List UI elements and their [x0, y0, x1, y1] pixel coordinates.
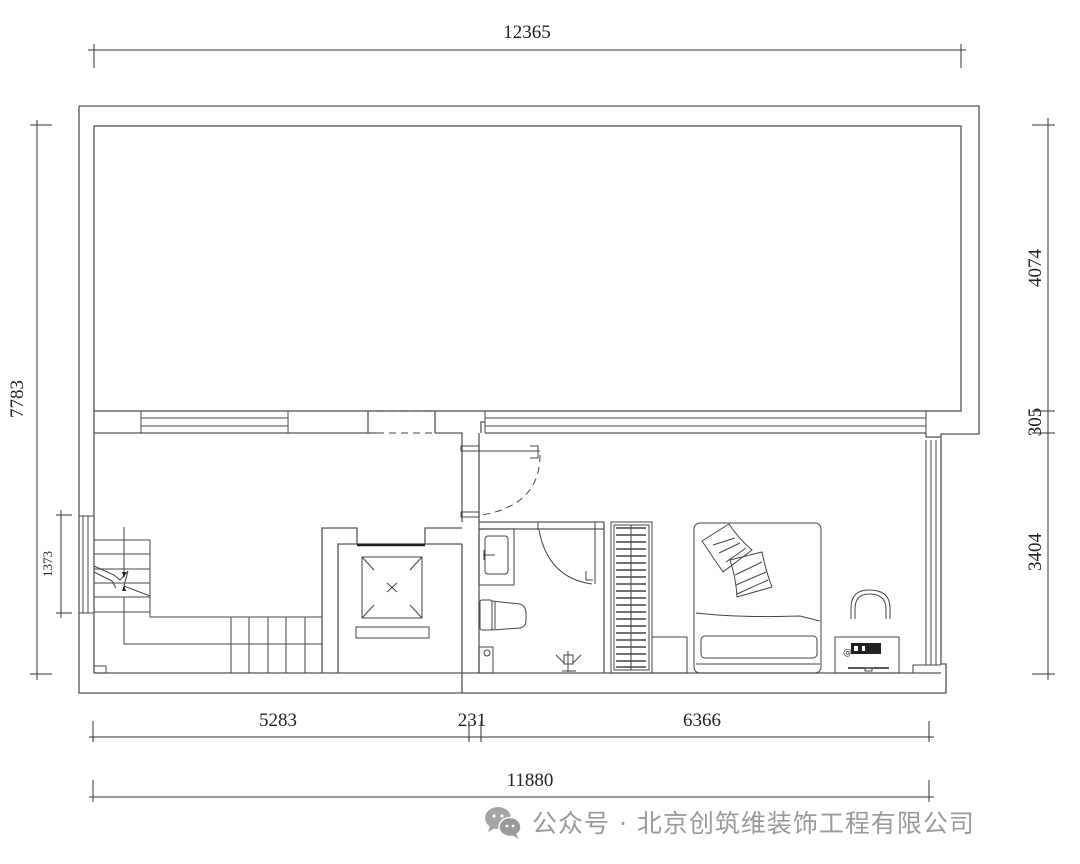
- bed: [693, 522, 822, 674]
- dim-bottom-segment-3: 6366: [683, 710, 721, 731]
- svg-text:@: @: [843, 648, 852, 658]
- dim-right-segment-3: 3404: [1025, 533, 1046, 572]
- dim-left-window: 1373: [40, 551, 55, 577]
- desk: @: [834, 636, 900, 674]
- opening-dashed: [377, 410, 435, 434]
- dim-bottom-overall: 11880: [507, 770, 554, 791]
- top-dimension: 12365: [88, 22, 966, 68]
- chair: [850, 589, 891, 619]
- shower-door: [537, 522, 596, 585]
- wechat-icon: [482, 802, 526, 842]
- watermark-text: 公众号 · 北京创筑维装饰工程有限公司: [532, 809, 975, 838]
- watermark: 公众号 · 北京创筑维装饰工程有限公司: [482, 800, 975, 844]
- dim-top-overall: 12365: [503, 22, 551, 43]
- bedroom-door: [479, 445, 541, 516]
- wash-basin: [478, 528, 515, 586]
- wardrobe: [610, 521, 688, 674]
- left-dimensions: 7783 1373: [7, 120, 72, 680]
- dim-bottom-segment-2: 231: [458, 710, 487, 731]
- window-west: [79, 515, 94, 614]
- dim-right-segment-1: 4074: [1025, 249, 1046, 288]
- dim-left-overall: 7783: [7, 380, 28, 418]
- bottom-dimensions: 5283 231 6366 11880: [89, 710, 934, 802]
- floor-drain: [478, 646, 582, 674]
- dim-bottom-segment-1: 5283: [259, 710, 297, 731]
- window-east: [912, 440, 941, 673]
- partition-wall: [460, 433, 480, 693]
- middle-wall: [93, 410, 941, 522]
- staircase: [93, 527, 322, 673]
- window-right: [484, 411, 927, 434]
- pillows: [701, 523, 773, 598]
- elevator: [321, 527, 462, 673]
- stair-hall: [93, 433, 462, 674]
- right-dimensions: 4074 305 3404: [1025, 118, 1055, 680]
- window-left: [140, 411, 289, 433]
- exterior-walls: [78, 105, 980, 694]
- toilet: [479, 599, 527, 631]
- dim-right-segment-2: 305: [1025, 408, 1046, 437]
